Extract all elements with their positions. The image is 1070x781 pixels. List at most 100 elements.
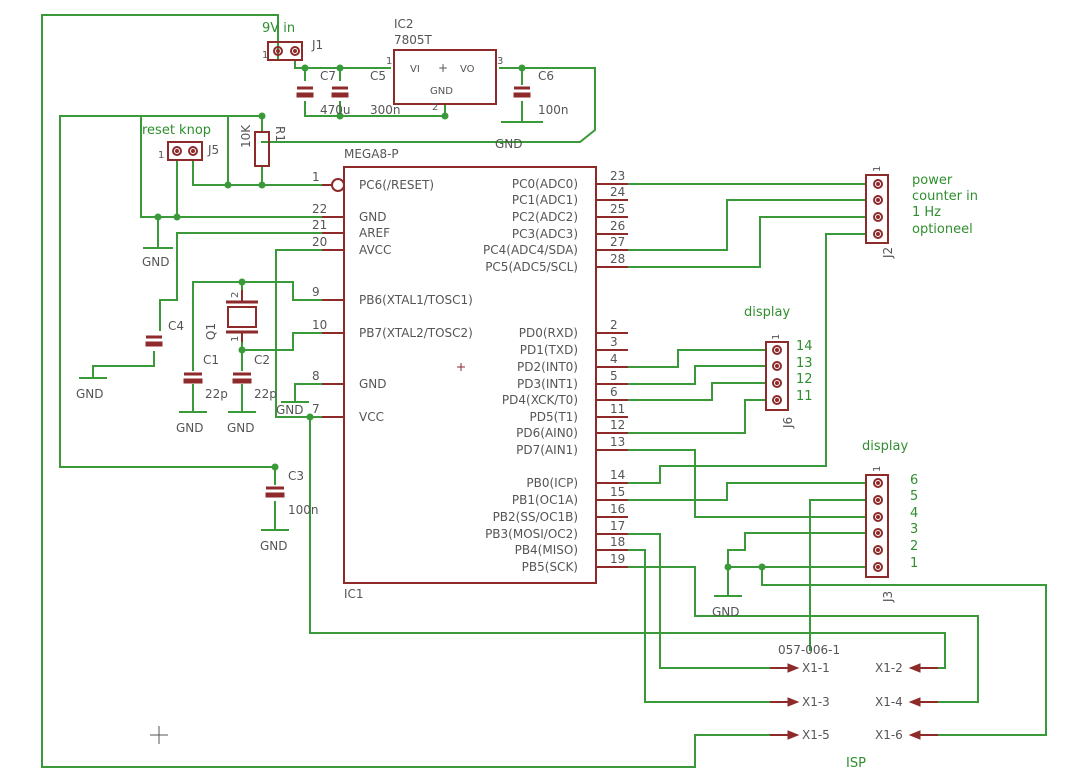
mcu-right-pin-num: 27: [610, 235, 625, 249]
svg-text:C7: C7: [320, 69, 336, 83]
capacitor-c6: [513, 86, 531, 98]
connector-j5: [167, 141, 203, 161]
svg-text:1: 1: [910, 556, 918, 571]
mcu-right-pin-name: PC0(ADC0): [512, 177, 578, 191]
mcu-right-pin-name: PB5(SCK): [522, 560, 578, 574]
svg-text:display: display: [744, 305, 790, 320]
svg-text:X1-4: X1-4: [875, 695, 903, 709]
mcu-right-pin-name: PB4(MISO): [515, 543, 578, 557]
mcu-right-pin-name: PD2(INT0): [517, 360, 578, 374]
svg-text:X1-1: X1-1: [802, 661, 830, 675]
labels: 9V in J1 1 IC2 7805T VI VO + GND 1 2 3 C…: [76, 17, 740, 619]
mcu-right-pin-name: PD5(T1): [530, 410, 578, 424]
resistor-r1: [254, 131, 270, 167]
svg-text:J6: J6: [781, 417, 795, 429]
svg-text:5: 5: [910, 489, 918, 504]
svg-text:GND: GND: [260, 539, 288, 553]
svg-text:1: 1: [771, 334, 782, 340]
mcu-right-pin-name: PD7(AIN1): [516, 443, 578, 457]
svg-text:C1: C1: [203, 353, 219, 367]
svg-text:3: 3: [910, 522, 918, 537]
mcu-right-pin-num: 14: [610, 468, 625, 482]
svg-text:057-006-1: 057-006-1: [778, 643, 840, 657]
mcu-right-pin-num: 23: [610, 169, 625, 183]
svg-text:X1-3: X1-3: [802, 695, 830, 709]
svg-text:GND: GND: [142, 255, 170, 269]
svg-text:1: 1: [386, 56, 392, 67]
capacitor-c4: [145, 335, 163, 347]
mcu-right-pin-num: 24: [610, 185, 625, 199]
svg-text:GND: GND: [176, 421, 204, 435]
j3-labels: display 6 5 4 3 2 1 J3 1: [862, 439, 918, 603]
mcu-left-pin-name: VCC: [359, 410, 384, 424]
svg-text:22p: 22p: [205, 387, 228, 401]
crystal-q1: [226, 290, 258, 342]
j2-labels: power counter in 1 Hz optioneel J2 1: [872, 166, 978, 259]
capacitor-c7: [296, 86, 314, 98]
svg-text:VI: VI: [410, 64, 420, 75]
mcu-right-pin-name: PC4(ADC4/SDA): [483, 243, 578, 257]
svg-text:6: 6: [910, 473, 918, 488]
mcu-right-pin-num: 15: [610, 485, 625, 499]
svg-text:2: 2: [432, 102, 438, 113]
svg-text:1: 1: [230, 336, 241, 342]
svg-text:GND: GND: [227, 421, 255, 435]
connector-j1: [267, 41, 303, 61]
isp-connector: [770, 663, 938, 740]
j1-ref: J1: [311, 38, 323, 52]
capacitor-c5: [331, 86, 349, 98]
svg-text:X1-2: X1-2: [875, 661, 903, 675]
svg-text:1 Hz: 1 Hz: [912, 205, 941, 220]
mcu-right-pin-num: 13: [610, 435, 625, 449]
svg-text:GND: GND: [430, 86, 453, 97]
mcu-right-pin-name: PD4(XCK/T0): [502, 393, 578, 407]
capacitor-c1: [183, 372, 203, 384]
mcu-left-pin-num: 10: [312, 318, 327, 332]
svg-text:1: 1: [872, 466, 883, 472]
mcu-left-pin-num: 8: [312, 369, 320, 383]
mcu-right-pin-name: PD0(RXD): [519, 326, 578, 340]
mcu-left-pin-name: PB7(XTAL2/TOSC2): [359, 326, 473, 340]
svg-text:22p: 22p: [254, 387, 277, 401]
mcu-right-pin-num: 26: [610, 219, 625, 233]
svg-text:2: 2: [230, 292, 241, 298]
svg-text:14: 14: [796, 339, 813, 354]
svg-text:VO: VO: [460, 64, 475, 75]
svg-text:X1-6: X1-6: [875, 728, 903, 742]
mcu-left-pin-name: GND: [359, 210, 387, 224]
svg-text:300n: 300n: [370, 103, 401, 117]
isp-labels: 057-006-1 X1-1 X1-2 X1-3 X1-4 X1-5 X1-6 …: [778, 643, 903, 771]
mcu-right-pin-num: 2: [610, 318, 618, 332]
mcu-left-pin-num: 21: [312, 218, 327, 232]
mcu-right-pin-name: PB1(OC1A): [512, 493, 578, 507]
svg-text:13: 13: [796, 356, 813, 371]
mcu-right-pin-num: 3: [610, 335, 618, 349]
mcu-left-pin-num: 20: [312, 235, 327, 249]
svg-text:C4: C4: [168, 319, 184, 333]
mcu-right-pin-num: 12: [610, 418, 625, 432]
svg-text:ISP: ISP: [846, 756, 866, 771]
svg-text:GND: GND: [495, 137, 523, 151]
mcu-right-pin-num: 4: [610, 352, 618, 366]
svg-text:470u: 470u: [320, 103, 351, 117]
connector-j2: [865, 174, 889, 244]
svg-text:1: 1: [262, 50, 268, 61]
svg-text:C2: C2: [254, 353, 270, 367]
svg-text:power: power: [912, 173, 953, 188]
svg-text:1: 1: [872, 166, 883, 172]
mcu-right-pin-num: 11: [610, 402, 625, 416]
origin-marks: [150, 726, 168, 744]
connector-j6: [765, 341, 789, 411]
mcu-right-pin-name: PC5(ADC5/SCL): [485, 260, 578, 274]
junctions: [154, 64, 766, 571]
ground-symbols: [79, 119, 742, 597]
svg-text:3: 3: [497, 56, 503, 67]
svg-text:1: 1: [158, 150, 164, 161]
svg-text:J3: J3: [881, 591, 895, 603]
reset-label: reset knop: [142, 123, 211, 138]
mcu-right-pin-name: PC1(ADC1): [512, 193, 578, 207]
mcu-left-pin-num: 22: [312, 202, 327, 216]
mcu-left-pin-num: 1: [312, 170, 320, 184]
svg-text:GND: GND: [76, 387, 104, 401]
